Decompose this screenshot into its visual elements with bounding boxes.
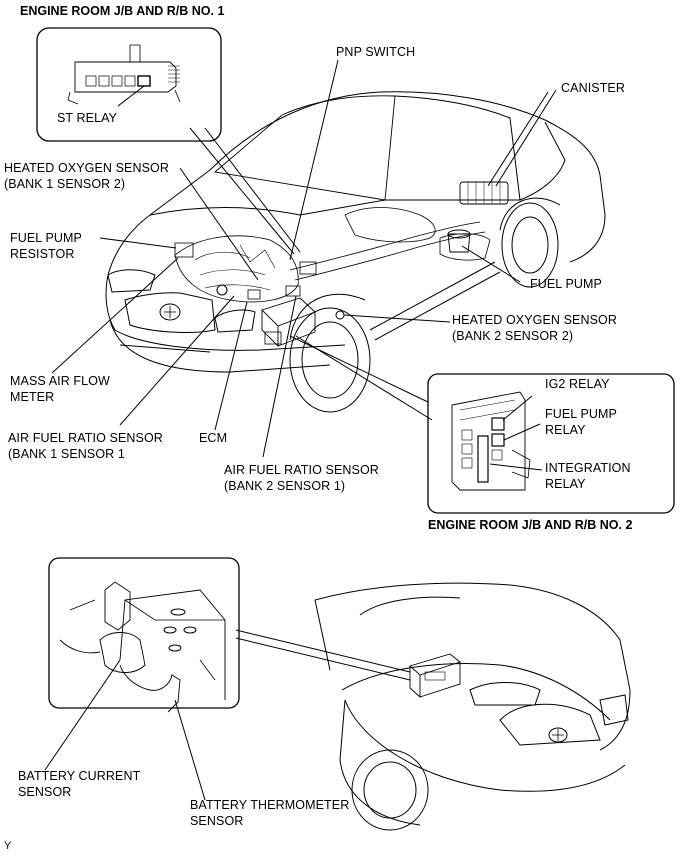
- label-fuel-pump-resistor: FUEL PUMP RESISTOR: [10, 231, 82, 261]
- label-af-bank2: AIR FUEL RATIO SENSOR (BANK 2 SENSOR 1): [224, 463, 379, 493]
- jb-no1-inset: [36, 27, 222, 142]
- top-car-outline: [105, 91, 606, 413]
- jb-no2-header: ENGINE ROOM J/B AND R/B NO. 2: [428, 518, 633, 532]
- label-pnp-switch: PNP SWITCH: [336, 45, 416, 59]
- label-integration-relay: INTEGRATION RELAY: [545, 461, 631, 491]
- label-ho2s-bank1: HEATED OXYGEN SENSOR (BANK 1 SENSOR 2): [4, 161, 169, 191]
- top-leader-lines: [51, 59, 557, 458]
- battery-inset: [44, 557, 411, 801]
- label-battery-current-sensor: BATTERY CURRENT SENSOR: [18, 769, 141, 799]
- label-st-relay: ST RELAY: [57, 111, 118, 125]
- label-af-bank1: AIR FUEL RATIO SENSOR (BANK 1 SENSOR 1: [8, 431, 163, 461]
- figure-code: Y: [4, 840, 12, 852]
- jb-no1-header: ENGINE ROOM J/B AND R/B NO. 1: [20, 4, 225, 18]
- label-battery-thermometer-sensor: BATTERY THERMOMETER SENSOR: [190, 798, 350, 828]
- jb-no2-inset: [427, 373, 675, 514]
- bottom-car-outline: [314, 582, 631, 831]
- label-canister: CANISTER: [561, 81, 626, 95]
- label-ecm: ECM: [199, 431, 228, 445]
- label-ig2-relay: IG2 RELAY: [545, 377, 610, 391]
- label-ho2s-bank2: HEATED OXYGEN SENSOR (BANK 2 SENSOR 2): [452, 313, 617, 343]
- label-maf-meter: MASS AIR FLOW METER: [10, 374, 110, 404]
- label-fuel-pump-relay: FUEL PUMP RELAY: [545, 407, 617, 437]
- label-fuel-pump: FUEL PUMP: [530, 277, 602, 291]
